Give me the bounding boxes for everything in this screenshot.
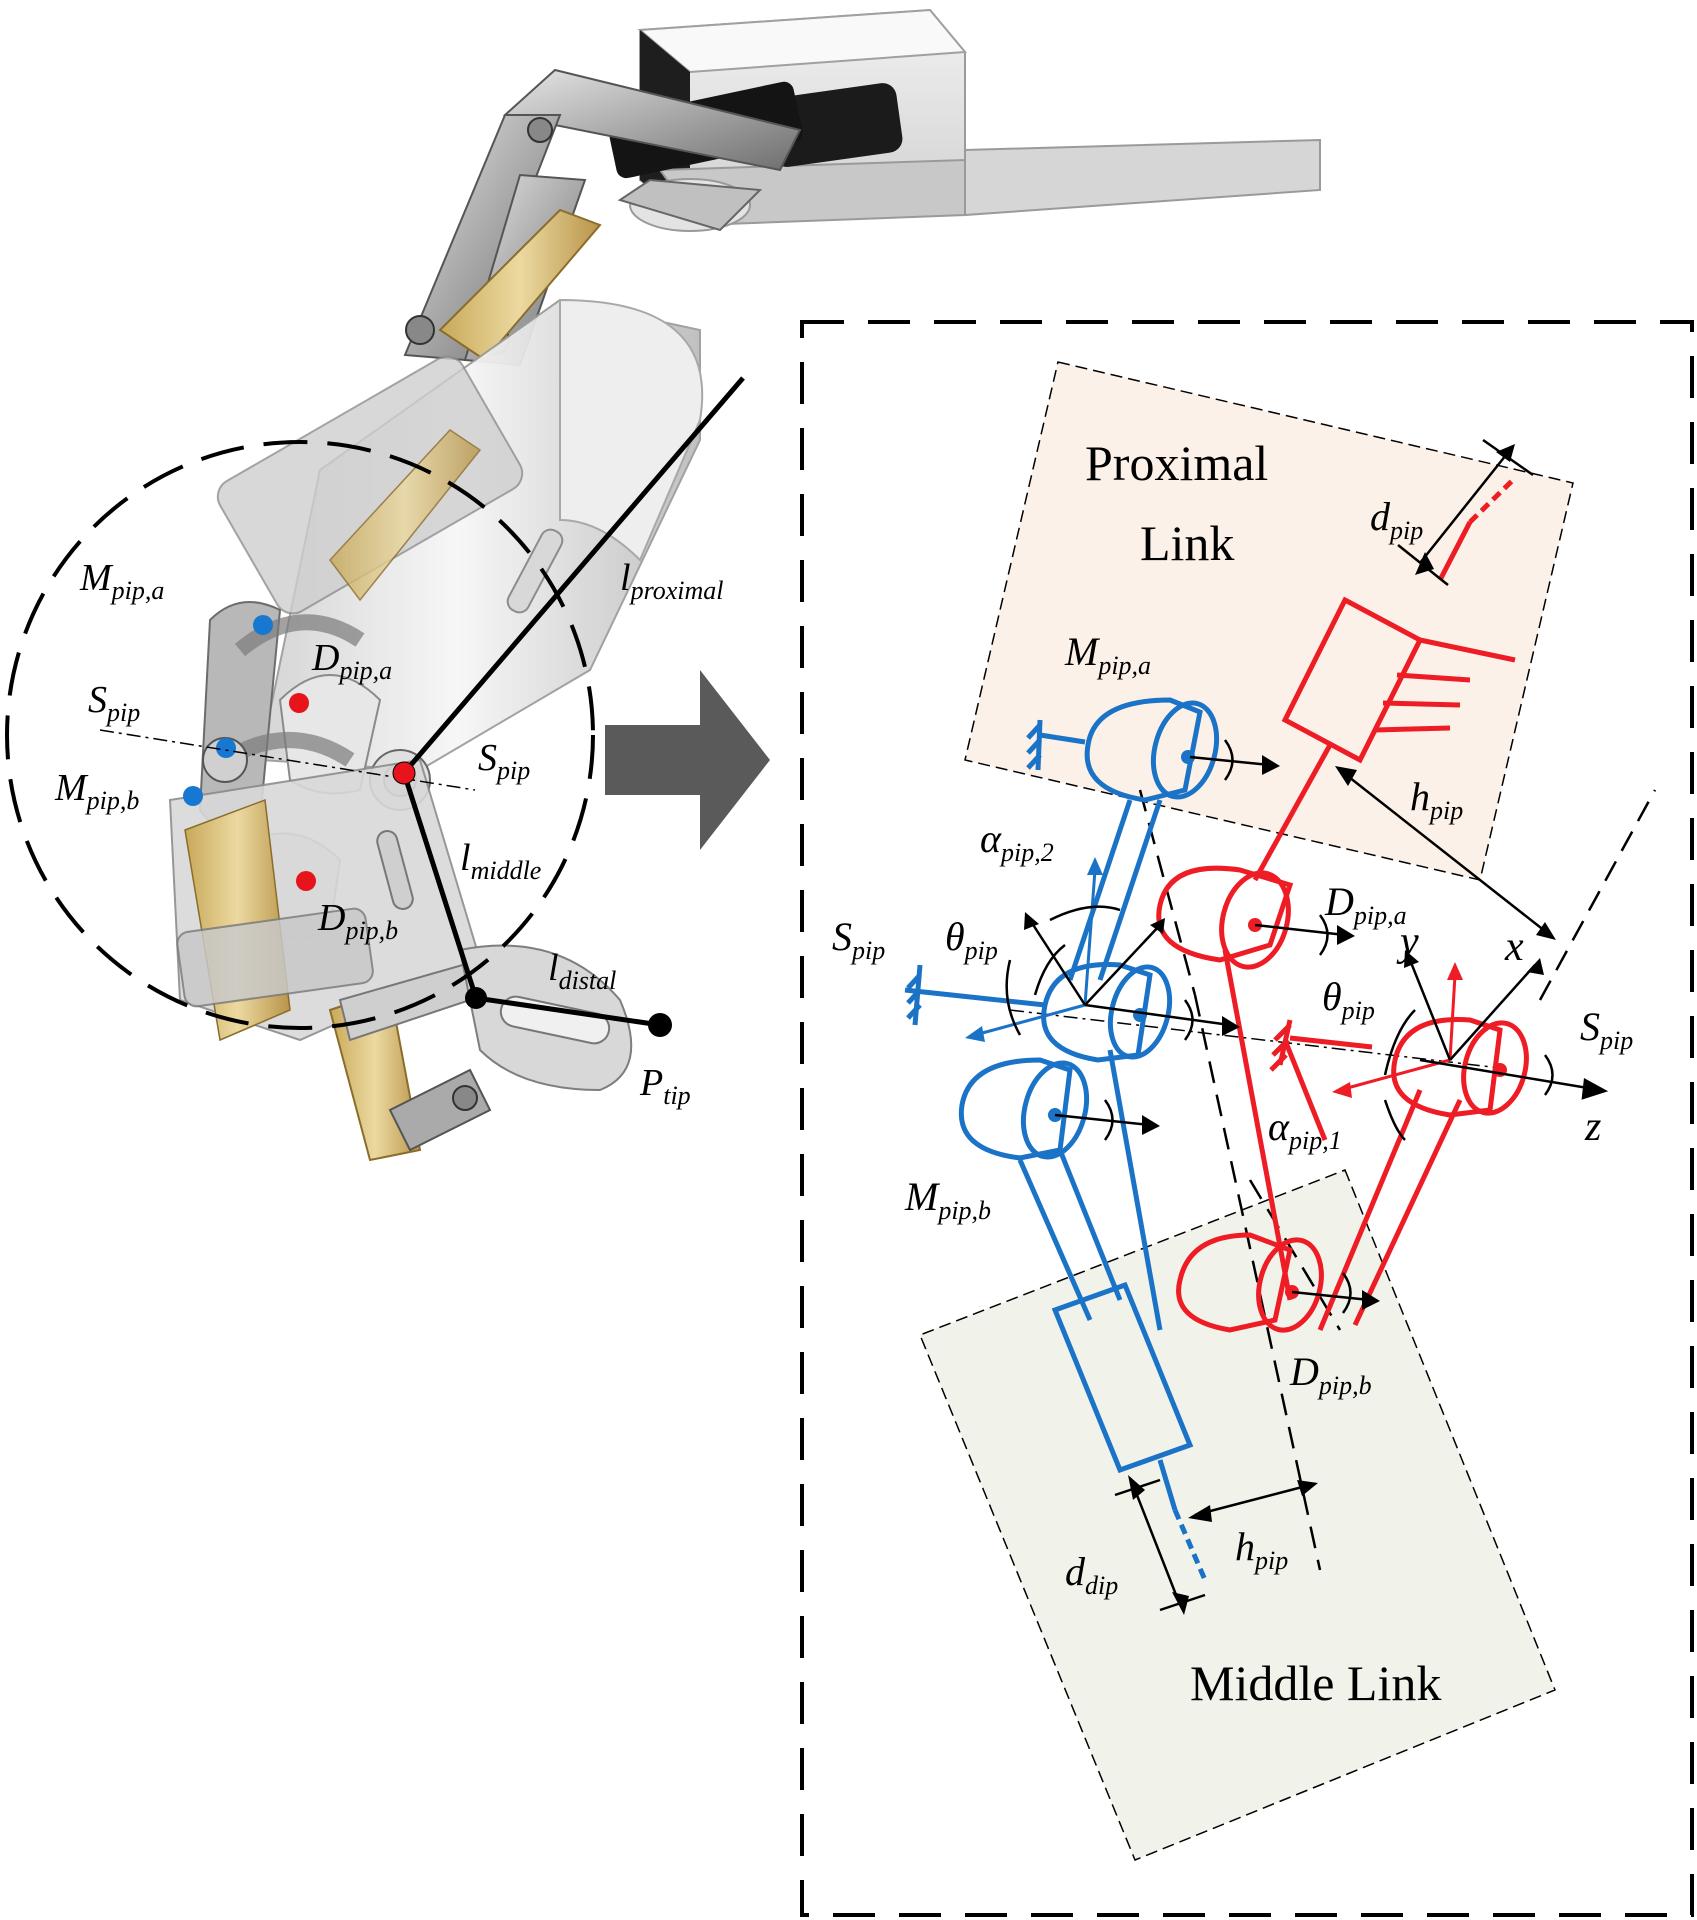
kinematic-skeleton [392, 376, 745, 1037]
label-z-axis: z [1584, 1104, 1601, 1150]
finger-render: Mpip,a Spip Mpip,b Dpip,a Spip Dpip,b lp… [5, 8, 1321, 1162]
label-alpha-pip-2: αpip,2 [980, 816, 1054, 867]
schematic-panel: Proximal Link Middle Link [800, 320, 1694, 1917]
label-m-pip-b: Mpip,b [54, 767, 139, 815]
label-d-pip-a: Dpip,a [311, 637, 392, 685]
schematic-pip-axis [1009, 1009, 1501, 1069]
pip-zoom-circle [5, 440, 595, 1030]
label-s-pip-left: Spip [88, 679, 140, 727]
red-mechanism [1156, 476, 1529, 1333]
middle-link-title: Middle Link [1190, 1655, 1441, 1711]
label-m-pip-a: Mpip,a [79, 557, 164, 605]
blue-mechanism [904, 697, 1220, 1581]
label-d-dip: ddip [1065, 1549, 1118, 1600]
distal-link [388, 944, 633, 1152]
d-pip-b-marker [296, 871, 316, 891]
label-h-pip-bottom: hpip [1235, 1524, 1288, 1575]
proximal-link-title-1: Proximal [1085, 435, 1268, 491]
arrowheads [1024, 444, 1556, 1615]
label-alpha-pip-1: αpip,1 [1268, 1104, 1342, 1155]
motor-housing [607, 8, 1321, 232]
label-d-pip-b-schematic: Dpip,b [1289, 1349, 1372, 1400]
label-theta-pip-red: θpip [1322, 974, 1375, 1025]
label-m-pip-a-schematic: Mpip,a [1064, 629, 1151, 680]
schematic-frame [800, 320, 1694, 1917]
label-m-pip-b-schematic: Mpip,b [904, 1174, 991, 1225]
label-l-proximal: lproximal [620, 557, 723, 605]
label-y-axis: y [1396, 919, 1419, 965]
label-d-pip: dpip [1370, 494, 1423, 545]
zoom-arrow-icon [605, 670, 770, 850]
label-s-pip-blue: Spip [832, 914, 885, 965]
label-p-tip: Ptip [639, 1062, 691, 1110]
label-l-middle: lmiddle [460, 837, 541, 885]
label-d-pip-a-schematic: Dpip,a [1324, 879, 1407, 930]
proximal-link-region [964, 361, 1574, 881]
rack-upper [438, 208, 602, 362]
label-s-pip-right: Spip [478, 737, 530, 785]
label-l-distal: ldistal [548, 947, 616, 995]
m-pip-a-marker [253, 615, 273, 635]
label-h-pip-top: hpip [1410, 774, 1463, 825]
d-pip-a-marker [289, 693, 309, 713]
schematic-annotations [1005, 438, 1609, 1612]
m-pip-b-marker [183, 786, 203, 806]
proximal-link-title-2: Link [1140, 515, 1234, 571]
proximal-shell [216, 298, 704, 772]
label-d-pip-b: Dpip,b [317, 897, 398, 945]
reference-lines [1138, 789, 1657, 1571]
middle-link-region [919, 1169, 1556, 1861]
label-x-axis: x [1504, 924, 1524, 970]
label-theta-pip-blue: θpip [945, 914, 998, 965]
label-s-pip-red: Spip [1580, 1004, 1633, 1055]
s-pip-blue-marker [216, 738, 236, 758]
